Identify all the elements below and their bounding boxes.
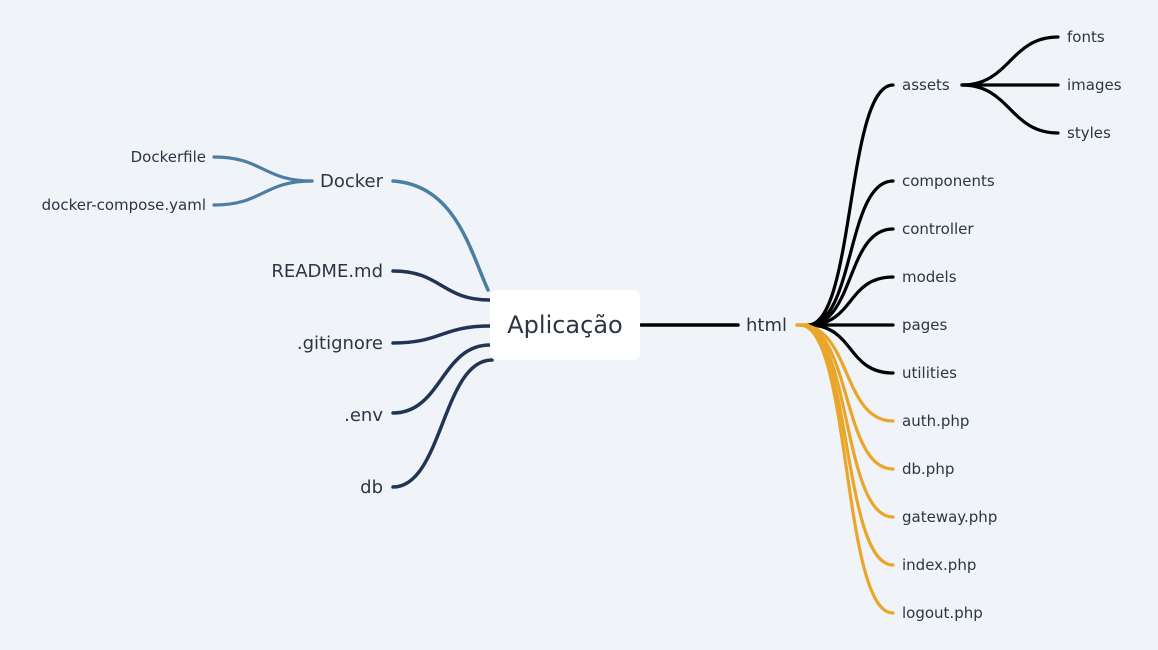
edge-root-docker xyxy=(391,179,490,292)
edge-html-assets xyxy=(806,83,895,327)
html-node-label: html xyxy=(746,315,787,336)
root-node[interactable]: Aplicação xyxy=(490,290,640,360)
readme-node-label[interactable]: README.md xyxy=(271,261,383,282)
styles-node-label[interactable]: styles xyxy=(1067,124,1111,142)
env-node-label[interactable]: .env xyxy=(344,405,383,426)
docker-compose-node-label[interactable]: docker-compose.yaml xyxy=(42,196,206,214)
auth-php-node-label[interactable]: auth.php xyxy=(902,412,969,430)
fonts-node-label[interactable]: fonts xyxy=(1067,28,1105,46)
models-node-label[interactable]: models xyxy=(902,268,957,286)
html-files: auth.php db.php gateway.php index.php lo… xyxy=(902,412,997,622)
html-directories: assets components controller models page… xyxy=(902,76,995,382)
edge-html-logout-php xyxy=(798,323,895,615)
root-node-label: Aplicação xyxy=(507,311,622,339)
edge-docker-compose xyxy=(212,179,314,207)
edge-html-utilities xyxy=(806,323,895,375)
edge-root-env xyxy=(391,343,492,415)
db-folder-node-label[interactable]: db xyxy=(360,477,383,498)
edge-html-models xyxy=(806,275,895,327)
dockerfile-node-label[interactable]: Dockerfile xyxy=(131,148,206,166)
left-files: README.md .gitignore .env db xyxy=(271,261,383,498)
logout-php-node-label[interactable]: logout.php xyxy=(902,604,983,622)
edge-html-controller xyxy=(806,227,895,327)
edge-html-components xyxy=(806,179,895,327)
pages-node-label[interactable]: pages xyxy=(902,316,947,334)
gitignore-node-label[interactable]: .gitignore xyxy=(297,333,383,354)
assets-children: fonts images styles xyxy=(1067,28,1122,142)
edge-root-db xyxy=(391,358,494,489)
docker-node-label: Docker xyxy=(320,171,384,192)
assets-node-label[interactable]: assets xyxy=(902,76,950,94)
edge-root-gitignore xyxy=(391,324,492,345)
edge-docker-dockerfile xyxy=(212,155,314,183)
edge-html-auth-php xyxy=(798,323,895,423)
controller-node-label[interactable]: controller xyxy=(902,220,974,238)
edge-assets-styles xyxy=(960,83,1060,135)
edge-html-gateway-php xyxy=(798,323,895,519)
db-php-node-label[interactable]: db.php xyxy=(902,460,954,478)
docker-branch[interactable]: Docker xyxy=(320,171,384,192)
root-node-box xyxy=(490,290,640,360)
edge-html-index-php xyxy=(798,323,895,567)
utilities-node-label[interactable]: utilities xyxy=(902,364,957,382)
index-php-node-label[interactable]: index.php xyxy=(902,556,976,574)
gateway-php-node-label[interactable]: gateway.php xyxy=(902,508,997,526)
html-branch[interactable]: html xyxy=(746,315,787,336)
docker-children: Dockerfile docker-compose.yaml xyxy=(42,148,206,214)
connector-layer xyxy=(212,35,1060,615)
components-node-label[interactable]: components xyxy=(902,172,995,190)
edge-root-readme xyxy=(391,269,492,302)
images-node-label[interactable]: images xyxy=(1067,76,1122,94)
edge-assets-fonts xyxy=(960,35,1060,87)
